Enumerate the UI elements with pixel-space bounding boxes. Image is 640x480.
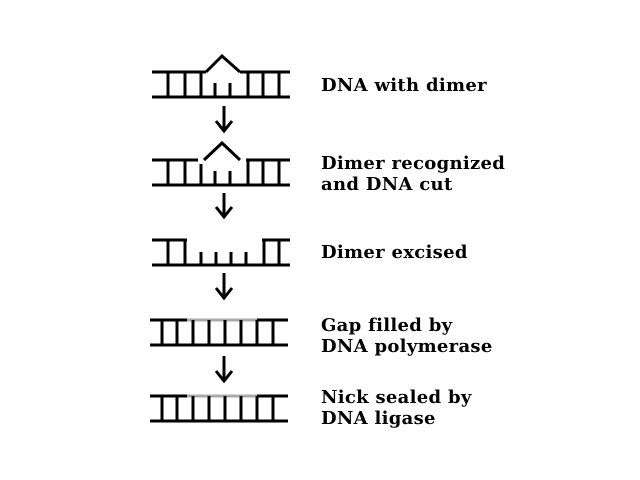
dimer-bump-cut	[202, 140, 242, 162]
arrow-down-icon	[214, 356, 234, 384]
base-pair-rungs	[166, 240, 281, 265]
step-label: DNA with dimer	[321, 75, 487, 96]
step-label: Dimer excised	[321, 242, 468, 263]
base-pair-rungs	[166, 160, 281, 185]
step-3-dimer-excised: Dimer excised	[152, 238, 468, 267]
arrow-down-icon	[214, 273, 234, 301]
base-pair-rungs	[160, 396, 275, 421]
step-5-nick-sealed: Nick sealed by DNA ligase	[150, 387, 478, 429]
arrow-down-icon	[214, 193, 234, 220]
arrow-down-icon	[214, 106, 234, 134]
step-2-dimer-recognized: Dimer recognized and DNA cut	[152, 140, 512, 195]
step-label: Nick sealed by DNA ligase	[321, 387, 478, 429]
base-pair-rungs	[160, 320, 275, 345]
dimer-bump	[204, 53, 241, 74]
step-label: Gap filled by DNA polymerase	[321, 315, 493, 357]
step-label: Dimer recognized and DNA cut	[321, 153, 512, 195]
step-1-dna-with-dimer: DNA with dimer	[152, 53, 487, 99]
base-pair-rungs	[166, 72, 281, 97]
step-4-gap-filled: Gap filled by DNA polymerase	[150, 315, 493, 357]
